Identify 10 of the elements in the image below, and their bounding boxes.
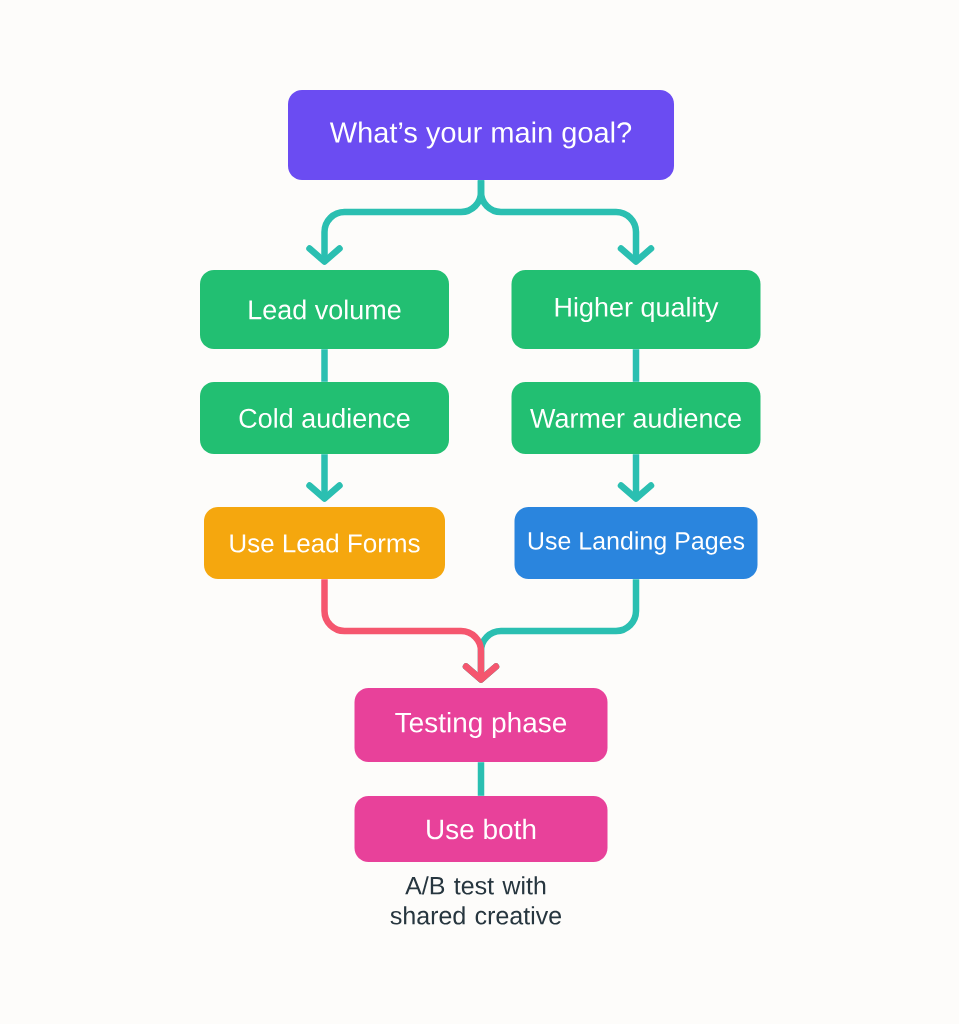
result-box: Use both [354, 796, 608, 862]
step-box: Lead volume [200, 270, 449, 349]
phase-box: Testing phase [354, 688, 608, 762]
question-box: What’s your main goal? [288, 90, 674, 180]
step-box: Cold audience [200, 382, 449, 454]
note-text: A/B test with shared creative [390, 876, 561, 925]
step-box: Higher quality [511, 270, 761, 349]
result-box: Use Landing Pages [514, 507, 758, 579]
step-box: Warmer audience [511, 382, 761, 454]
result-box: Use Lead Forms [204, 507, 445, 579]
